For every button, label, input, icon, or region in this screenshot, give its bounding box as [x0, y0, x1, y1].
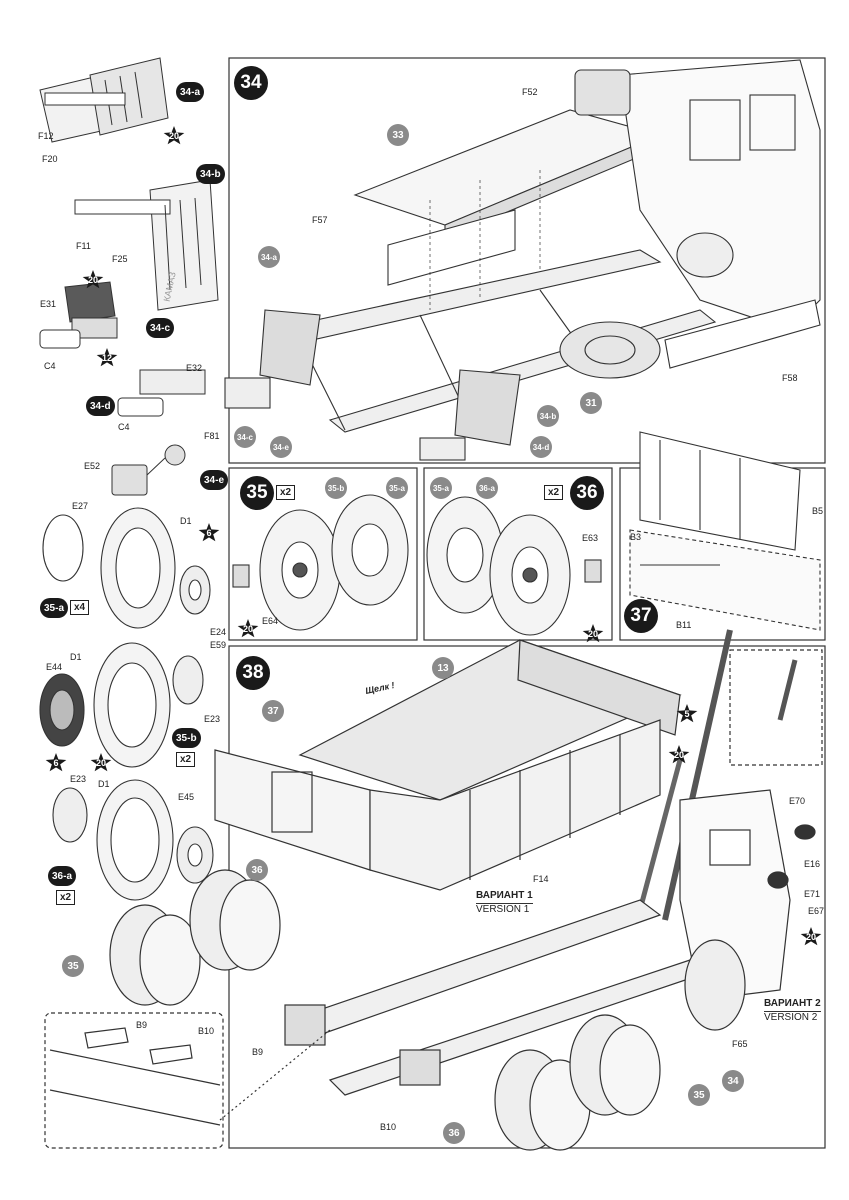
mudflap-34b-drawing: КАМАЗ [74, 179, 219, 311]
chassis-34-drawing [224, 59, 821, 461]
part-label-E16: E16 [804, 859, 821, 869]
variant-1-ru: ВАРИАНТ 1 [476, 890, 533, 901]
ref-37: 37 [262, 700, 284, 722]
mudflap-34a-drawing [39, 57, 169, 143]
variant-2-en: VERSION 2 [764, 1010, 821, 1025]
part-label-E64: E64 [262, 616, 279, 626]
panel-34 [228, 57, 826, 464]
mirror-34e-drawing [111, 444, 186, 496]
multiplier-35b: x2 [176, 752, 196, 767]
part-label-B5: B5 [812, 506, 824, 516]
ref-35-right: 35 [688, 1084, 710, 1106]
part-label-F20: F20 [42, 154, 58, 164]
part-label-C4-a: C4 [44, 361, 56, 371]
substep-34d-tag: 34-d [86, 396, 115, 416]
substep-34e-tag: 34-e [200, 470, 229, 490]
part-label-F81: F81 [204, 431, 220, 441]
part-label-B9: B9 [252, 1047, 264, 1057]
dump-truck-38-drawing [44, 629, 823, 1151]
wheel-35b-drawing [39, 642, 204, 768]
ref-34b: 34-b [537, 405, 559, 427]
part-label-E59: E59 [210, 640, 227, 650]
part-label-F14: F14 [533, 874, 549, 884]
part-label-E52: E52 [84, 461, 101, 471]
part-label-E23-a: E23 [204, 714, 221, 724]
part-label-F25: F25 [112, 254, 128, 264]
variant-1-en: VERSION 1 [476, 902, 533, 917]
part-label-D1-c: D1 [98, 779, 110, 789]
ref-34c: 34-c [234, 426, 256, 448]
part-label-C4-b: C4 [118, 422, 130, 432]
part-label-E67: E67 [808, 906, 825, 916]
part-label-F11: F11 [76, 241, 91, 251]
multiplier-36: x2 [544, 485, 564, 500]
ref-36a: 36-a [476, 477, 498, 499]
substep-35a-tag: 35-a [40, 598, 69, 618]
variant-2-ru: ВАРИАНТ 2 [764, 998, 821, 1009]
part-label-E23-b: E23 [70, 774, 87, 784]
part-label-B10-inset: B10 [198, 1026, 215, 1036]
part-label-E44: E44 [46, 662, 63, 672]
part-label-B11: B11 [676, 620, 692, 630]
wheel-36a-drawing [52, 779, 214, 901]
substep-34c-tag: 34-c [146, 318, 175, 338]
ref-34-main: 34 [722, 1070, 744, 1092]
ref-35a-2: 35-a [430, 477, 452, 499]
part-label-D1-b: D1 [70, 652, 82, 662]
multiplier-35: x2 [276, 485, 296, 500]
part-label-E24: E24 [210, 627, 227, 637]
ref-13: 13 [432, 657, 454, 679]
part-label-D1-a: D1 [180, 516, 192, 526]
step-38-badge: 38 [236, 656, 270, 690]
substep-34b-tag: 34-b [196, 164, 225, 184]
multiplier-36a: x2 [56, 890, 76, 905]
part-label-F65: F65 [732, 1039, 748, 1049]
part-label-E32: E32 [186, 363, 203, 373]
tailgate-37-drawing [629, 431, 821, 631]
ref-35-left: 35 [62, 955, 84, 977]
part-label-F12: F12 [38, 131, 54, 141]
step-35-badge: 35 [240, 476, 274, 510]
bracket-34c-drawing [39, 281, 118, 349]
part-label-E31: E31 [40, 299, 57, 309]
panel-36 [423, 467, 613, 641]
ref-35b: 35-b [325, 477, 347, 499]
part-label-B3: B3 [630, 532, 642, 542]
ref-31: 31 [580, 392, 602, 414]
ref-36-top: 36 [246, 859, 268, 881]
ref-34d: 34-d [530, 436, 552, 458]
ref-36-bottom: 36 [443, 1122, 465, 1144]
part-label-F58: F58 [782, 373, 798, 383]
substep-36a-tag: 36-a [48, 866, 77, 886]
wheel-35a-drawing [42, 507, 211, 629]
part-label-E63: E63 [582, 533, 599, 543]
part-label-F57: F57 [312, 215, 328, 225]
part-label-E45: E45 [178, 792, 195, 802]
step-36-badge: 36 [570, 476, 604, 510]
ref-33: 33 [387, 124, 409, 146]
multiplier-35a: x4 [70, 600, 90, 615]
substep-34a-tag: 34-a [176, 82, 205, 102]
part-label-B9-inset: B9 [136, 1020, 148, 1030]
part-label-F52: F52 [522, 87, 538, 97]
part-label-B10: B10 [380, 1122, 397, 1132]
ref-34a: 34-a [258, 246, 280, 268]
ref-34e: 34-e [270, 436, 292, 458]
wheels-36-drawing [426, 496, 602, 636]
part-label-E71: E71 [804, 889, 821, 899]
step-34-badge: 34 [234, 66, 268, 100]
ref-35a-1: 35-a [386, 477, 408, 499]
part-label-E27: E27 [72, 501, 89, 511]
step-37-badge: 37 [624, 599, 658, 633]
variant-1-label: ВАРИАНТ 1 VERSION 1 [476, 890, 533, 916]
part-label-E70: E70 [789, 796, 806, 806]
substep-35b-tag: 35-b [172, 728, 201, 748]
variant-2-label: ВАРИАНТ 2 VERSION 2 [764, 998, 821, 1024]
panel-35 [228, 467, 418, 641]
wheels-35-drawing [232, 494, 409, 631]
bracket-34d-drawing [117, 369, 206, 417]
